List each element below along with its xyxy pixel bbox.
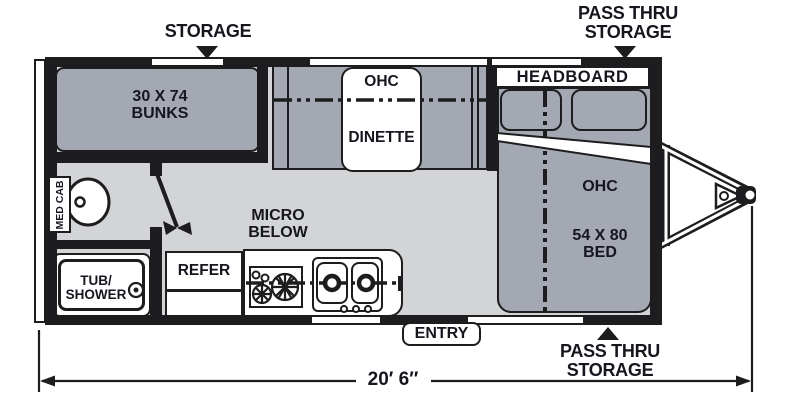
tub-shower-label: TUB/ SHOWER (65, 273, 127, 303)
storage-door-strip (492, 59, 581, 65)
faucet-right-icon (356, 273, 376, 293)
stove-burner-large-icon (270, 272, 300, 302)
dinette-label: DINETTE (348, 129, 415, 146)
refrigerator (165, 251, 243, 317)
bathroom-door-handle-icon (163, 221, 192, 235)
med-cab-label: MED CAB (53, 180, 66, 229)
wall-bunkroom-right (257, 57, 268, 163)
rear-bumper (34, 59, 46, 323)
storage-door-strip (310, 59, 487, 65)
dinette-ohc-label: OHC (364, 73, 399, 90)
dinette-table (341, 67, 422, 172)
storage-door-strip (468, 317, 583, 323)
stove-burner-small-icon (251, 283, 273, 305)
pass-thru-bottom-arrow-icon (597, 327, 619, 340)
pillow-left (500, 89, 562, 131)
pass-thru-storage-bottom-label: PASS THRU STORAGE (560, 341, 660, 380)
bed-ohc-label: OHC (582, 178, 618, 195)
faucet-left-icon (322, 273, 342, 293)
bunks-label: 30 X 74 BUNKS (131, 88, 189, 122)
med-cab: MED CAB (48, 176, 71, 233)
micro-below-label: MICRO BELOW (248, 207, 308, 241)
wall-bath-door-stub-top (150, 163, 162, 176)
entry-door-box: ENTRY (402, 322, 481, 346)
bathroom-door (155, 173, 179, 228)
wall-tub-right (150, 249, 162, 315)
bunks (55, 67, 260, 152)
storage-callout-label: STORAGE (164, 21, 252, 41)
bed-fold (496, 131, 652, 166)
entry-label: ENTRY (414, 325, 469, 342)
toilet-icon (65, 177, 111, 227)
bed-size-label: 54 X 80 BED (572, 227, 628, 261)
refrigerator-shelf-line (167, 289, 241, 292)
hitch-a-frame (651, 138, 756, 253)
overall-length-dimension (37, 206, 754, 392)
wall-bathroom-bottom (45, 240, 162, 249)
pass-thru-storage-top-label: PASS THRU STORAGE (578, 3, 678, 42)
wall-bedroom-left (487, 57, 497, 171)
headboard: HEADBOARD (495, 66, 650, 88)
storage-arrow-icon (196, 46, 218, 59)
headboard-label: HEADBOARD (516, 68, 629, 86)
pass-thru-top-arrow-icon (614, 46, 636, 59)
wall-bunkroom-bottom (45, 152, 268, 163)
storage-door-strip (152, 59, 223, 65)
wall-right-front (650, 57, 662, 325)
storage-door-strip (312, 317, 380, 323)
overall-length-label: 20′ 6″ (357, 370, 429, 390)
pillow-right (571, 89, 647, 131)
refer-label: REFER (177, 262, 231, 279)
